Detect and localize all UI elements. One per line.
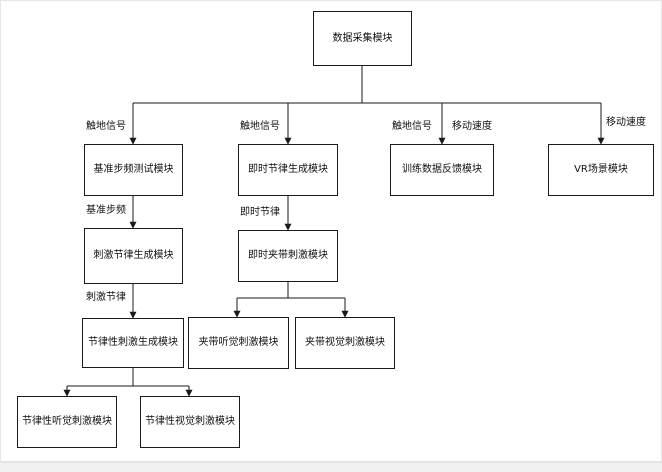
node-rhythmic-stimulus-gen: 节律性刺激生成模块 bbox=[82, 318, 184, 368]
node-rhythmic-visual: 节律性视觉刺激模块 bbox=[140, 396, 240, 448]
edge-label-baseline-step: 基准步频 bbox=[86, 205, 126, 216]
edge-label-move-speed-1: 移动速度 bbox=[452, 121, 492, 132]
node-instant-rhythm-gen: 即时节律生成模块 bbox=[238, 144, 338, 196]
edge-label-move-speed-2: 移动速度 bbox=[606, 117, 646, 128]
node-data-collection: 数据采集模块 bbox=[313, 11, 412, 66]
bottom-strip bbox=[0, 462, 662, 472]
node-training-feedback: 训练数据反馈模块 bbox=[390, 144, 494, 196]
node-baseline-step-test: 基准步频测试模块 bbox=[84, 144, 183, 196]
edge-label-stimulus-rhythm: 刺激节律 bbox=[86, 292, 126, 303]
edge-label-touch-signal-2: 触地信号 bbox=[240, 121, 280, 132]
node-rhythmic-auditory: 节律性听觉刺激模块 bbox=[17, 396, 117, 448]
node-instant-band-stimulus: 即时夹带刺激模块 bbox=[238, 230, 338, 282]
node-band-visual: 夹带视觉刺激模块 bbox=[295, 317, 395, 369]
node-band-auditory: 夹带听觉刺激模块 bbox=[188, 317, 289, 369]
edge-label-instant-rhythm: 即时节律 bbox=[240, 207, 280, 218]
node-vr-scene: VR场景模块 bbox=[548, 144, 654, 196]
edge-label-touch-signal-3: 触地信号 bbox=[392, 121, 432, 132]
edge-label-touch-signal-1: 触地信号 bbox=[86, 121, 126, 132]
node-stimulus-rhythm-gen: 刺激节律生成模块 bbox=[84, 228, 183, 284]
